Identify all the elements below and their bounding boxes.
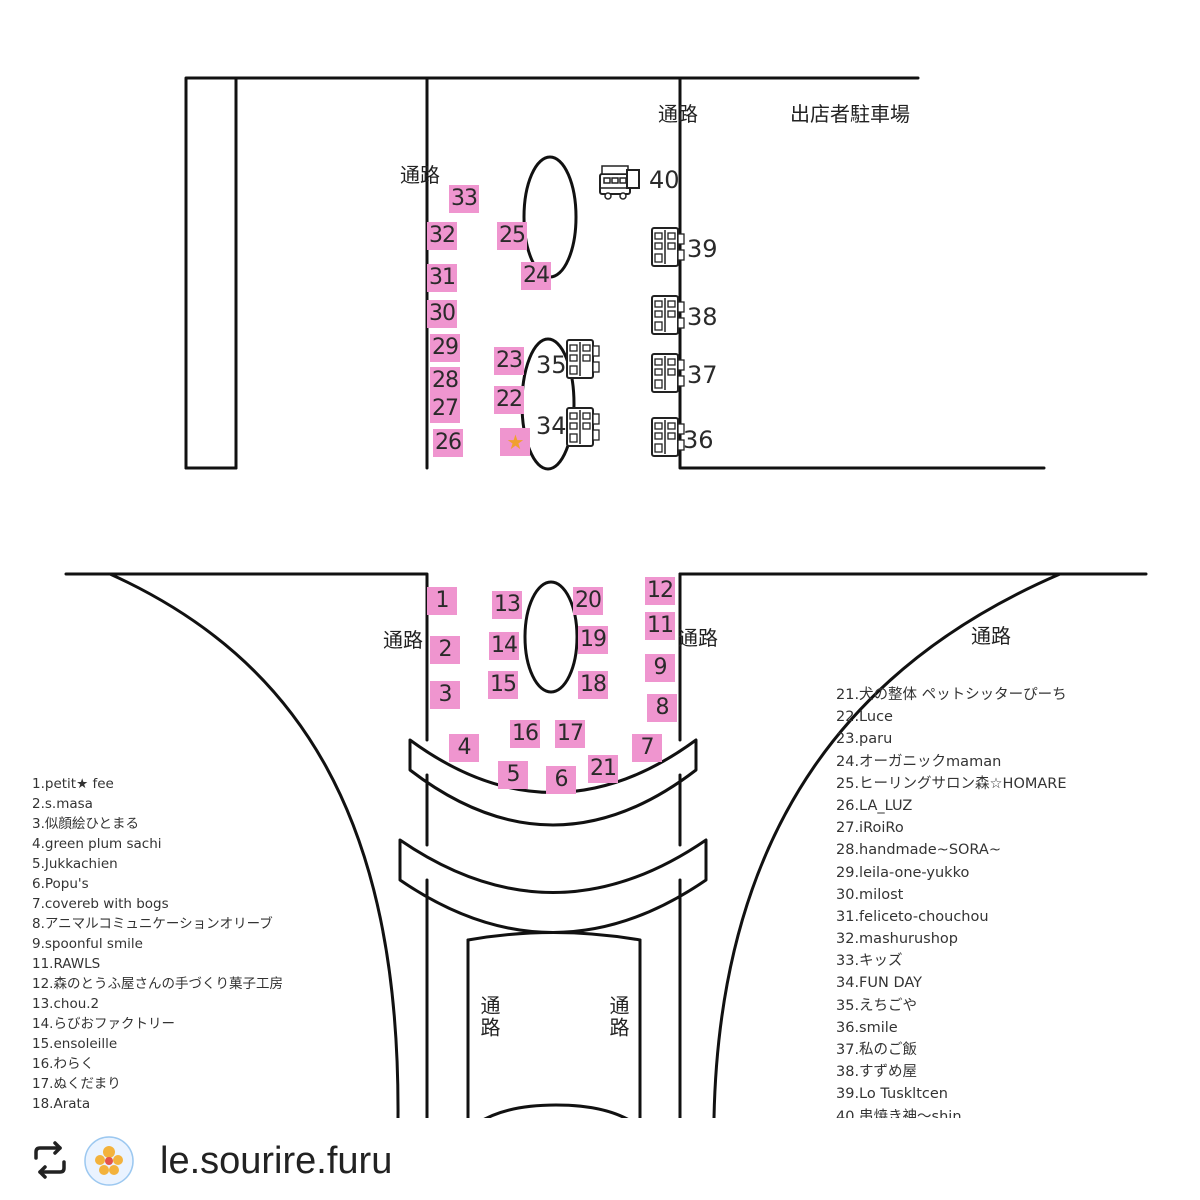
road-label-bottom-right: 通路 [606,995,630,1039]
truck-label-37: 37 [687,361,718,389]
legend-item: 37.私のご飯 [836,1042,918,1058]
truck-icon-35 [566,339,600,379]
repost-icon[interactable] [30,1140,70,1180]
booth-14: 14 [489,632,519,660]
legend-item: 28.handmade~SORA~ [836,842,1001,859]
booth-star: ★ [500,428,530,456]
legend-item: 17.ぬくだまり [32,1076,121,1092]
booth-23: 23 [494,347,524,375]
road-label-bottom-left: 通路 [477,995,501,1039]
truck-icon-40 [599,165,640,200]
booth-4: 4 [449,734,479,762]
repost-footer [0,1118,1200,1200]
booth-29: 29 [430,334,460,362]
legend-item: 32.mashurushop [836,931,958,948]
avatar-icon [84,1136,134,1186]
legend-item: 27.iRoiRo [836,820,904,837]
booth-1: 1 [427,587,457,615]
road-label-lower-left: 通路 [383,628,423,652]
legend-item: 13.chou.2 [32,996,100,1012]
booth-6: 6 [546,766,576,794]
legend-item: 36.smile [836,1019,898,1036]
truck-label-38: 38 [687,303,718,331]
booth-20: 20 [573,587,603,615]
avatar[interactable] [84,1136,134,1186]
booth-18: 18 [578,671,608,699]
legend-item: 14.らびおファクトリー [32,1016,175,1032]
legend-item: 21.犬の整体 ペットシッターぴーち [836,687,1067,703]
road-label-top-left: 通路 [400,163,440,187]
booth-17: 17 [555,720,585,748]
parking-label: 出店者駐車場 [790,102,910,126]
road-label-top-center: 通路 [658,102,698,126]
truck-label-35: 35 [536,351,567,379]
legend-item: 5.Jukkachien [32,856,118,872]
truck-label-39: 39 [687,235,718,263]
legend-item: 39.Lo Tuskltcen [836,1086,948,1103]
booth-16: 16 [510,720,540,748]
road-label-lower-mid-right: 通路 [678,626,718,650]
legend-item: 11.RAWLS [32,956,101,972]
legend-item: 34.FUN DAY [836,975,923,992]
legend-item: 3.似顔絵ひとまる [32,816,139,832]
legend-item: 9.spoonful smile [32,936,143,952]
booth-15: 15 [488,671,518,699]
legend-item: 38.すずめ屋 [836,1064,918,1081]
booth-22: 22 [494,386,524,414]
truck-label-40: 40 [649,166,680,194]
legend-item: 18.Arata [32,1096,91,1112]
booth-19: 19 [578,626,608,654]
booth-2: 2 [430,636,460,664]
legend-item: 2.s.masa [32,796,93,812]
legend-item: 24.オーガニックmaman [836,753,1002,770]
legend-item: 4.green plum sachi [32,836,162,852]
legend-item: 25.ヒーリングサロン森☆HOMARE [836,775,1067,792]
booth-13: 13 [492,591,522,619]
legend-item: 8.アニマルコミュニケーションオリーブ [32,916,273,932]
booth-31: 31 [427,264,457,292]
legend-left: 1.petit★ fee 2.s.masa 3.似顔絵ひとまる 4.green … [32,774,283,1114]
legend-item: 23.paru [836,731,893,748]
booth-26: 26 [433,429,463,457]
booth-25: 25 [497,222,527,250]
legend-item: 1.petit★ fee [32,776,114,792]
legend-right: 21.犬の整体 ペットシッターぴーち 22.Luce 23.paru 24.オー… [836,684,1067,1128]
booth-30: 30 [427,300,457,328]
legend-item: 6.Popu's [32,876,89,892]
legend-item: 35.えちごや [836,997,918,1014]
legend-item: 29.leila-one-yukko [836,864,970,881]
legend-item: 30.milost [836,886,904,903]
booth-8: 8 [647,694,677,722]
legend-item: 7.covereb with bogs [32,896,169,912]
booth-5: 5 [498,761,528,789]
road-label-lower-far-right: 通路 [971,624,1011,648]
booth-12: 12 [645,577,675,605]
booth-33: 33 [449,185,479,213]
legend-item: 33.キッズ [836,953,903,970]
booth-21: 21 [588,755,618,783]
booth-9: 9 [645,654,675,682]
booth-11: 11 [645,612,675,640]
legend-item: 15.ensoleille [32,1036,118,1052]
username[interactable]: le.sourire.furu [160,1140,393,1182]
booth-3: 3 [430,681,460,709]
booth-32: 32 [427,222,457,250]
legend-item: 31.feliceto-chouchou [836,908,989,925]
truck-label-34: 34 [536,412,567,440]
booth-24: 24 [521,262,551,290]
legend-item: 12.森のとうふ屋さんの手づくり菓子工房 [32,976,283,992]
legend-item: 16.わらく [32,1056,94,1072]
truck-label-36: 36 [683,426,714,454]
booth-28: 28 [430,367,460,395]
truck-icon-34 [566,407,600,447]
legend-item: 22.Luce [836,709,893,726]
legend-item: 26.LA_LUZ [836,797,913,814]
booth-27: 27 [430,395,460,423]
booth-7: 7 [632,734,662,762]
